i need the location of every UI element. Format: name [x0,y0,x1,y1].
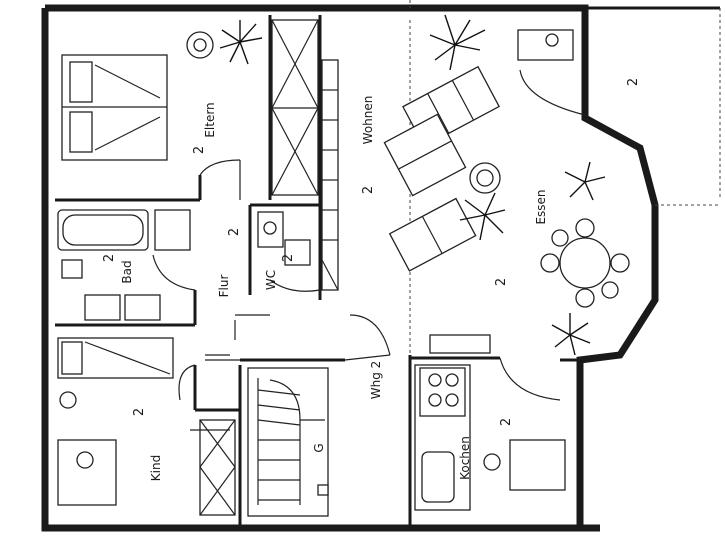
room-label-flur: Flur [217,275,231,298]
staircase [247,367,329,517]
flur-marks [190,314,270,431]
kitchen-counter [414,334,491,511]
room-label-wc: WC [264,270,278,290]
dining-table [540,218,630,308]
bathtub [57,209,191,251]
room-label-wohnen: Wohnen [361,96,375,145]
doors [152,69,586,401]
room-label-eltern: Eltern [203,102,217,137]
interior-walls [55,15,580,525]
room-number-kind: 2 [132,408,147,416]
bath-fixtures [61,259,161,321]
stair-label: G [312,443,326,452]
exterior-walls [41,0,721,532]
room-number-wc: 2 [281,254,296,262]
plants-essen [551,161,606,356]
wardrobe-kind [199,419,236,516]
room-number-flur: 2 [227,228,242,236]
wardrobe-eltern [271,19,319,196]
room-label-kochen: Kochen [458,436,472,480]
room-number-main: 2 [494,278,509,286]
room-label-essen: Essen [534,189,548,224]
bed-eltern [61,54,168,161]
chair-eltern [186,31,214,59]
room-label-bad: Bad [120,260,134,283]
plant-eltern [219,20,263,65]
bed-kind [57,337,174,379]
sofa-group [383,65,501,272]
room-number-eltern: 2 [192,146,207,154]
room-number-balcony: 2 [626,78,641,86]
desk-kind [57,391,117,506]
kitchen-table [483,439,566,491]
plants-wohnen [429,14,506,241]
room-label-kind: Kind [149,455,163,481]
room-number-wohnen: 2 [361,186,376,194]
room-number-kochen: 2 [499,418,514,426]
room-number-bad: 2 [102,254,117,262]
wc-fixtures [257,211,311,266]
shelving-wohnen [321,59,339,291]
apartment-label: Whg 2 [369,361,383,400]
fireplace [517,29,574,61]
